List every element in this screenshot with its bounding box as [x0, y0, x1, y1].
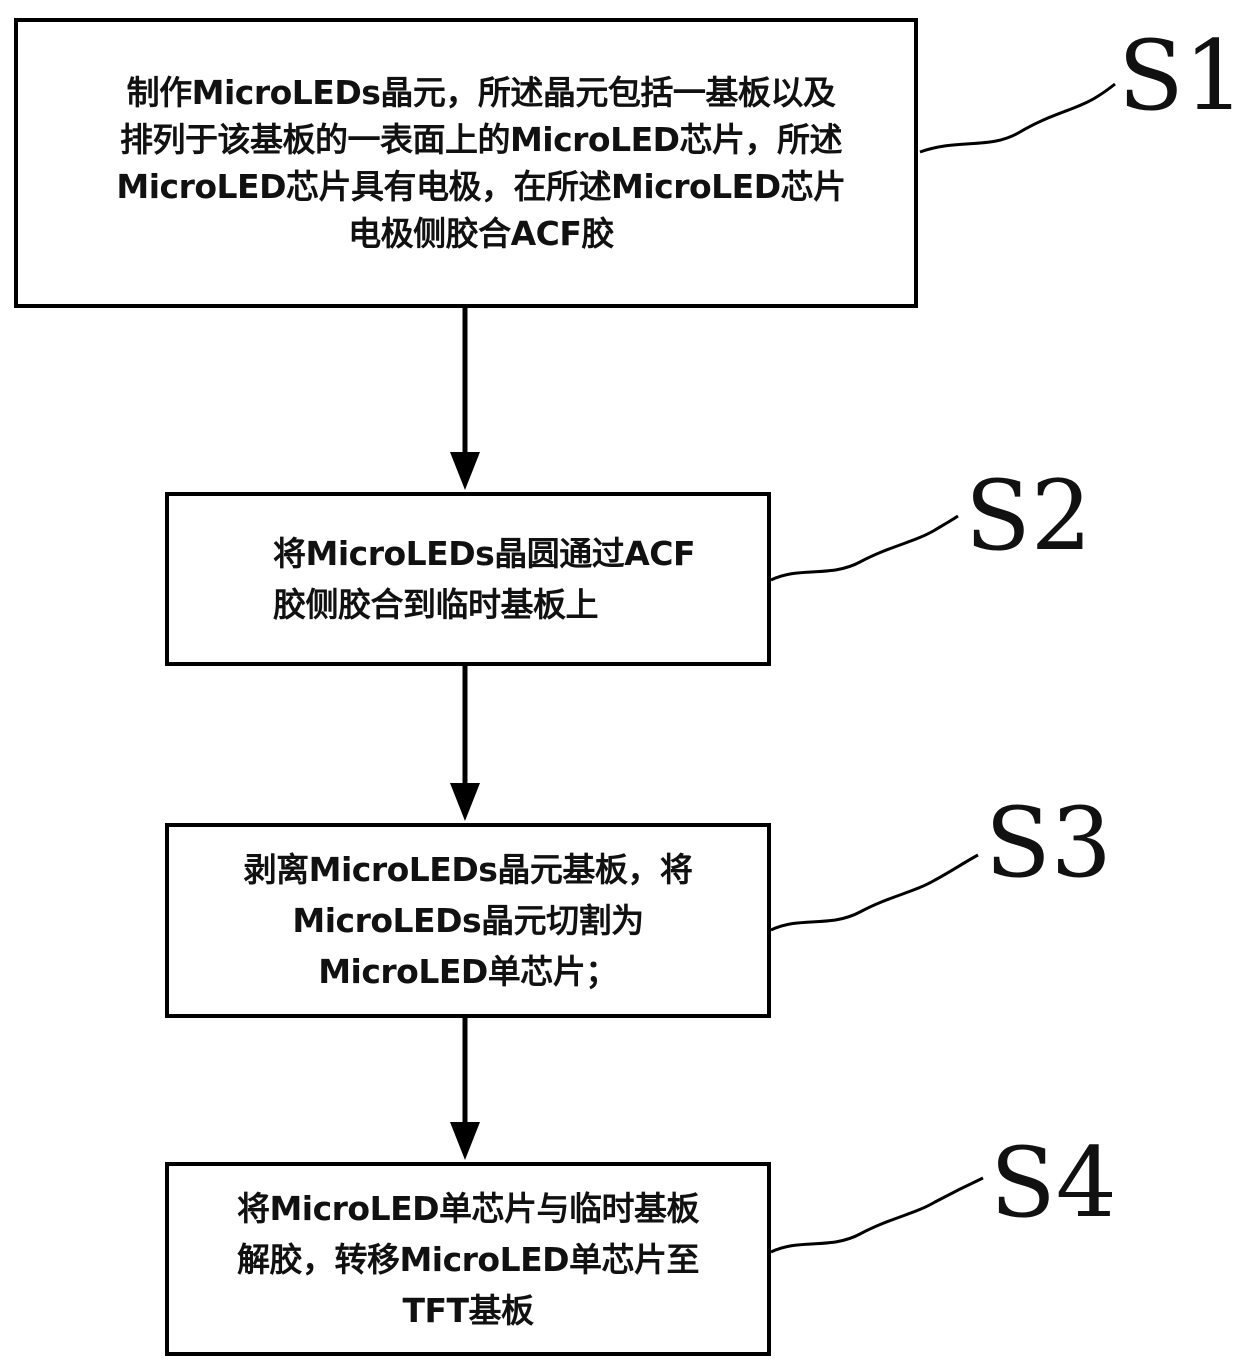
step-box-s1: 制作MicroLEDs晶元，所述晶元包括一基板以及 排列于该基板的一表面上的Mi… — [14, 18, 918, 308]
leader-line-s3 — [771, 855, 978, 930]
step-text-line: 排列于该基板的一表面上的MicroLED芯片，所述 — [48, 116, 914, 163]
step-label-s4: S4 — [990, 1135, 1117, 1231]
step-text-line: 电极侧胶合ACF胶 — [48, 210, 914, 257]
step-label-s3: S3 — [985, 795, 1112, 891]
step-text-line: 制作MicroLEDs晶元，所述晶元包括一基板以及 — [48, 69, 914, 116]
step-text-line: 胶侧胶合到临时基板上 — [273, 579, 767, 630]
arrow-s2-to-s3 — [450, 666, 480, 821]
step-text-line: 剥离MicroLEDs晶元基板，将 — [169, 844, 767, 895]
step-label-s1: S1 — [1118, 28, 1240, 124]
leader-line-s2 — [771, 516, 958, 580]
arrow-s1-to-s2 — [450, 308, 480, 490]
step-label-s2: S2 — [965, 468, 1092, 564]
step-text-line: 解胶，转移MicroLED单芯片至 — [169, 1234, 767, 1285]
step-text-line: MicroLED单芯片； — [169, 946, 767, 997]
step-text-line: MicroLEDs晶元切割为 — [169, 895, 767, 946]
leader-line-s1 — [920, 84, 1115, 152]
step-box-s3: 剥离MicroLEDs晶元基板，将 MicroLEDs晶元切割为 MicroLE… — [165, 823, 771, 1018]
step-box-s2: 将MicroLEDs晶圆通过ACF 胶侧胶合到临时基板上 — [165, 492, 771, 666]
step-text-line: 将MicroLED单芯片与临时基板 — [169, 1183, 767, 1234]
step-box-s4: 将MicroLED单芯片与临时基板 解胶，转移MicroLED单芯片至 TFT基… — [165, 1162, 771, 1356]
step-text-line: 将MicroLEDs晶圆通过ACF — [273, 528, 767, 579]
step-text-line: TFT基板 — [169, 1285, 767, 1336]
leader-line-s4 — [771, 1178, 983, 1252]
arrow-s3-to-s4 — [450, 1018, 480, 1160]
step-text-line: MicroLED芯片具有电极，在所述MicroLED芯片 — [48, 163, 914, 210]
